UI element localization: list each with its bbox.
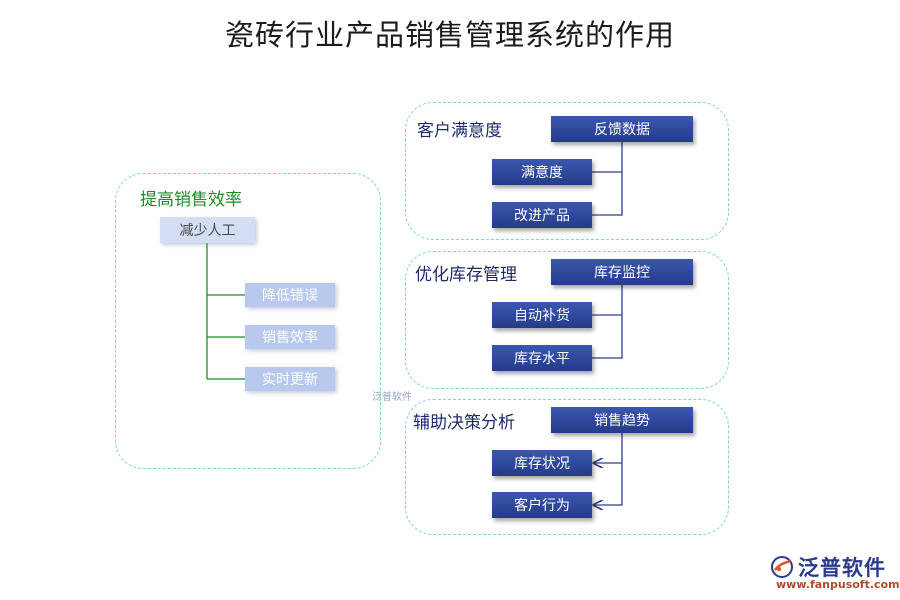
logo-icon [771,556,793,578]
panel2-connector [592,285,623,359]
box-satisfaction: 满意度 [492,159,592,185]
watermark: 泛普软件 [372,392,412,403]
panel-sales-efficiency [115,173,381,469]
logo-name: 泛普软件 [798,556,886,580]
box-reduce-labor: 减少人工 [160,217,255,243]
panel-inventory-management [405,251,729,389]
box-inventory-status: 库存状况 [492,450,592,476]
diagram-title: 瓷砖行业产品销售管理系统的作用 [224,18,675,52]
box-inventory-monitoring: 库存监控 [551,259,693,285]
panel-title-decision-analysis: 辅助决策分析 [413,413,515,433]
panel1-connector [592,142,623,216]
box-realtime-update: 实时更新 [245,367,335,391]
box-reduce-errors: 降低错误 [245,283,335,307]
panel-title-customer-satisfaction: 客户满意度 [417,121,502,141]
box-sales-efficiency: 销售效率 [245,325,335,349]
box-auto-replenish: 自动补货 [492,302,592,328]
logo-url: www.fanpusoft.com [776,578,900,591]
left-tree-connector [206,243,245,380]
panel-title-sales-efficiency: 提高销售效率 [140,190,242,210]
box-feedback-data: 反馈数据 [551,116,693,142]
panel3-connector [594,433,623,505]
box-customer-behavior: 客户行为 [492,492,592,518]
panel-decision-analysis [405,399,729,535]
box-inventory-level: 库存水平 [492,345,592,371]
brand-logo: 泛普软件 [770,552,886,582]
box-improve-product: 改进产品 [492,202,592,228]
panel-title-inventory-management: 优化库存管理 [415,265,517,285]
box-sales-trend: 销售趋势 [551,407,693,433]
panel-customer-satisfaction [405,102,729,240]
